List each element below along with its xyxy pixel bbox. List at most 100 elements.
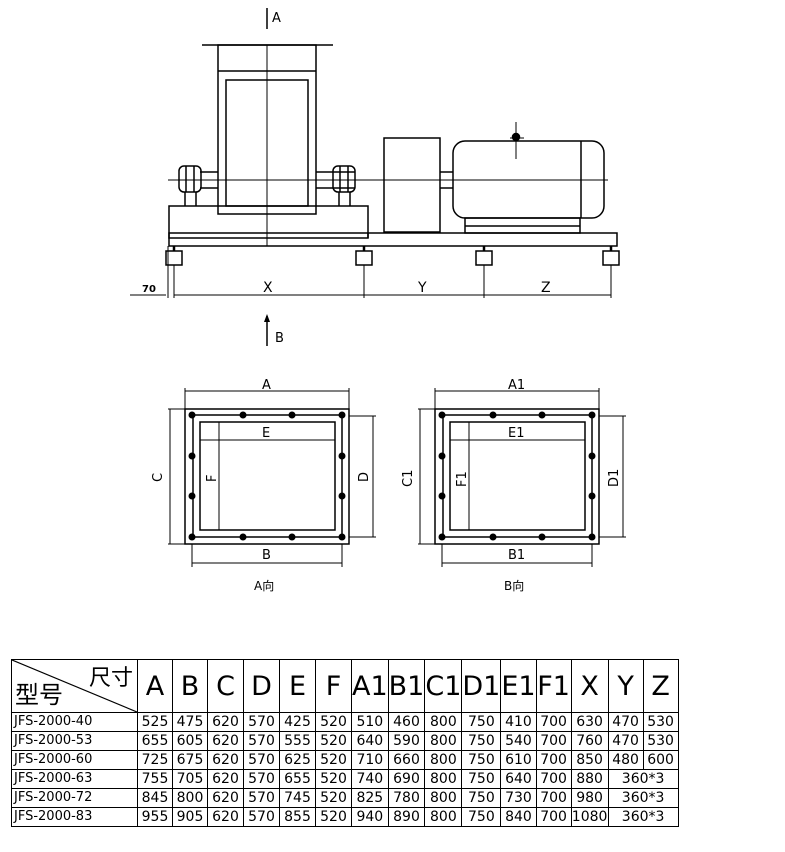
value-cell: 620 xyxy=(207,807,244,827)
col-header: F1 xyxy=(535,659,572,713)
bolt-holes xyxy=(188,411,346,541)
value-cell: 620 xyxy=(207,769,244,789)
value-cell: 700 xyxy=(535,769,572,789)
value-cell: 640 xyxy=(351,731,389,751)
dim-c-label: C xyxy=(151,473,166,482)
dim-c1-label: C1 xyxy=(401,470,416,487)
col-header: E1 xyxy=(500,659,537,713)
value-cell: 750 xyxy=(461,769,502,789)
value-cell: 710 xyxy=(351,750,389,770)
model-cell: JFS-2000-72 xyxy=(11,788,138,808)
value-cell: 570 xyxy=(243,731,280,751)
value-cell: 530 xyxy=(642,712,679,732)
col-header: Y xyxy=(607,659,644,713)
value-cell: 800 xyxy=(424,807,463,827)
dim-z-label: Z xyxy=(541,280,551,296)
model-label: 型号 xyxy=(15,681,63,709)
value-cell: 570 xyxy=(243,712,280,732)
value-cell: 570 xyxy=(243,807,280,827)
value-cell: 740 xyxy=(351,769,389,789)
value-cell: 800 xyxy=(424,769,463,789)
value-cell: 520 xyxy=(315,788,352,808)
dimension-table: 尺寸 型号 A B C D E F A1 B1 C1 D1 E1 F1 X Y … xyxy=(11,659,679,827)
col-header: D xyxy=(243,659,280,713)
value-cell: 475 xyxy=(172,712,208,732)
value-cell: 520 xyxy=(315,807,352,827)
value-cell: 410 xyxy=(500,712,537,732)
value-cell: 520 xyxy=(315,769,352,789)
value-cell: 620 xyxy=(207,731,244,751)
bolt-holes xyxy=(438,411,596,541)
value-cell: 825 xyxy=(351,788,389,808)
value-cell: 360*3 xyxy=(607,788,679,808)
dim-b1-label: B1 xyxy=(508,548,525,563)
value-cell: 800 xyxy=(424,712,463,732)
value-cell: 510 xyxy=(351,712,389,732)
diagonal-divider xyxy=(12,660,137,712)
value-cell: 520 xyxy=(315,712,352,732)
value-cell: 955 xyxy=(137,807,173,827)
col-header: A xyxy=(137,659,173,713)
value-cell: 750 xyxy=(461,731,502,751)
value-cell: 780 xyxy=(387,788,426,808)
value-cell: 605 xyxy=(172,731,208,751)
side-view: A xyxy=(130,8,620,346)
col-header: E xyxy=(279,659,316,713)
value-cell: 625 xyxy=(279,750,316,770)
model-cell: JFS-2000-53 xyxy=(11,731,138,751)
col-header: C1 xyxy=(424,659,463,713)
value-cell: 640 xyxy=(500,769,537,789)
col-header: A1 xyxy=(351,659,389,713)
value-cell: 590 xyxy=(387,731,426,751)
model-cell: JFS-2000-83 xyxy=(11,807,138,827)
col-header: B1 xyxy=(387,659,426,713)
value-cell: 705 xyxy=(172,769,208,789)
value-cell: 700 xyxy=(535,807,572,827)
value-cell: 890 xyxy=(387,807,426,827)
value-cell: 800 xyxy=(424,788,463,808)
table-header-row: 尺寸 型号 A B C D E F A1 B1 C1 D1 E1 F1 X Y … xyxy=(11,659,679,713)
anchor-feet xyxy=(165,246,620,266)
view-a: A B C D E F A向 xyxy=(151,378,376,593)
value-cell: 755 xyxy=(137,769,173,789)
dim-a1-label: A1 xyxy=(508,378,525,393)
value-cell: 725 xyxy=(137,750,173,770)
value-cell: 980 xyxy=(570,788,609,808)
value-cell: 520 xyxy=(315,731,352,751)
value-cell: 745 xyxy=(279,788,316,808)
value-cell: 555 xyxy=(279,731,316,751)
value-cell: 525 xyxy=(137,712,173,732)
equipment-drawing: A xyxy=(130,8,626,593)
view-b-caption: B向 xyxy=(504,578,524,593)
col-header: X xyxy=(570,659,609,713)
dim-a-label: A xyxy=(262,378,271,393)
value-cell: 360*3 xyxy=(607,769,679,789)
value-cell: 620 xyxy=(207,750,244,770)
value-cell: 690 xyxy=(387,769,426,789)
value-cell: 800 xyxy=(424,731,463,751)
value-cell: 460 xyxy=(387,712,426,732)
value-cell: 620 xyxy=(207,712,244,732)
value-cell: 700 xyxy=(535,750,572,770)
value-cell: 940 xyxy=(351,807,389,827)
value-cell: 660 xyxy=(387,750,426,770)
offset-70-label: 70 xyxy=(142,284,156,295)
value-cell: 630 xyxy=(570,712,609,732)
value-cell: 845 xyxy=(137,788,173,808)
value-cell: 840 xyxy=(500,807,537,827)
value-cell: 570 xyxy=(243,750,280,770)
value-cell: 800 xyxy=(424,750,463,770)
corner-header: 尺寸 型号 xyxy=(11,659,138,713)
value-cell: 425 xyxy=(279,712,316,732)
value-cell: 905 xyxy=(172,807,208,827)
value-cell: 1080 xyxy=(570,807,609,827)
model-cell: JFS-2000-40 xyxy=(11,712,138,732)
dim-d1-label: D1 xyxy=(607,469,622,487)
section-a-label: A xyxy=(272,11,281,26)
value-cell: 610 xyxy=(500,750,537,770)
